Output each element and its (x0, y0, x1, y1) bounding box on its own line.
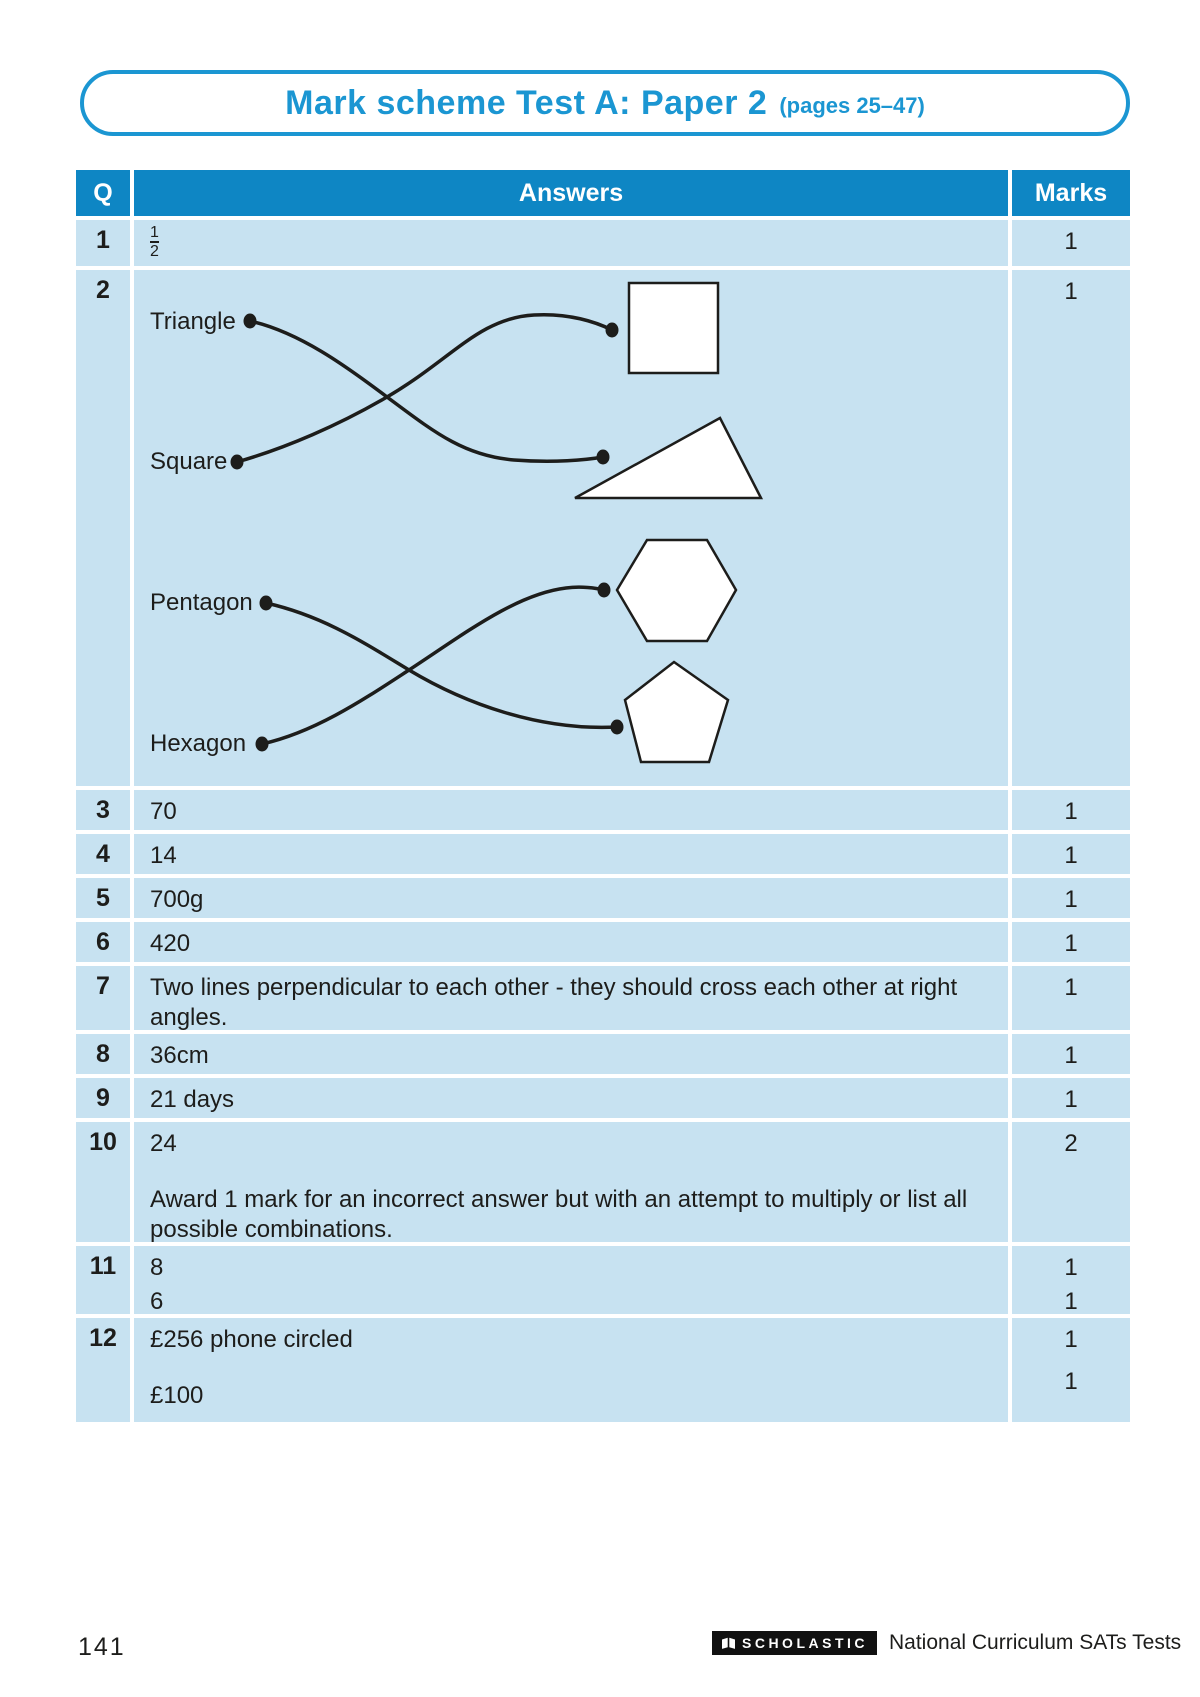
title-banner: Mark scheme Test A: Paper 2 (pages 25–47… (80, 70, 1130, 136)
table-row: 11 8 6 1 1 (76, 1246, 1130, 1315)
table-row: 12 £256 phone circled £100 1 1 (76, 1318, 1130, 1422)
header-marks: Marks (1012, 170, 1130, 216)
mark-value: 1 (1064, 1288, 1078, 1315)
question-number: 3 (76, 790, 130, 830)
answer-cell: 1 2 (134, 220, 1008, 266)
marks-cell: 1 1 (1012, 1246, 1130, 1315)
marks-cell: 1 (1012, 790, 1130, 830)
answer-cell: Two lines perpendicular to each other - … (134, 966, 1008, 1031)
marks-cell: 1 (1012, 834, 1130, 874)
label-hexagon: Hexagon (150, 730, 247, 757)
hexagon-shape (615, 538, 738, 643)
table-row: 10 24 Award 1 mark for an incorrect answ… (76, 1122, 1130, 1243)
table-row: 9 21 days 1 (76, 1078, 1130, 1118)
answer-cell: 36cm (134, 1034, 1008, 1074)
match-line-hexagon (260, 585, 606, 746)
mark-value: 1 (1064, 1368, 1078, 1395)
question-number: 4 (76, 834, 130, 874)
scholastic-logo: SCHOLASTIC (712, 1631, 877, 1655)
marks-cell: 1 1 (1012, 1318, 1130, 1422)
marks-cell: 1 (1012, 220, 1130, 266)
answer-cell: 70 (134, 790, 1008, 830)
question-number: 5 (76, 878, 130, 918)
answer-cell: £256 phone circled £100 (134, 1318, 1008, 1422)
marks-cell: 1 (1012, 1078, 1130, 1118)
header-answers: Answers (134, 170, 1008, 216)
dot-triangle-shape (596, 449, 610, 465)
table-row: 7 Two lines perpendicular to each other … (76, 966, 1130, 1031)
marks-cell: 2 (1012, 1122, 1130, 1242)
header-q: Q (76, 170, 130, 216)
answer-cell: 8 6 (134, 1246, 1008, 1315)
dot-pentagon-shape (610, 719, 624, 735)
table-header-row: Q Answers Marks (76, 170, 1130, 216)
answer-value: £100 (150, 1382, 204, 1409)
table-row: 6 420 1 (76, 922, 1130, 962)
series-title: National Curriculum SATs Tests (889, 1631, 1182, 1654)
matching-diagram-canvas (230, 281, 764, 764)
mark-value: 1 (1064, 1254, 1078, 1281)
dot-hexagon-shape (597, 582, 611, 598)
mark-scheme-table: Q Answers Marks 1 1 2 1 2 Triangle Squar… (76, 170, 1130, 1422)
marks-cell: 1 (1012, 966, 1130, 1030)
label-square: Square (150, 448, 228, 475)
match-line-pentagon (264, 601, 619, 730)
triangle-shape (574, 416, 764, 500)
table-row: 2 Triangle Square Pentagon Hexagon (76, 270, 1130, 786)
square-shape (627, 281, 720, 375)
question-number: 10 (76, 1122, 130, 1242)
table-row: 3 70 1 (76, 790, 1130, 830)
fraction-answer: 1 2 (150, 224, 159, 260)
label-pentagon: Pentagon (150, 589, 253, 616)
answer-cell: 700g (134, 878, 1008, 918)
marks-cell: 1 (1012, 1034, 1130, 1074)
marks-cell: 1 (1012, 922, 1130, 962)
fraction-denominator: 2 (150, 243, 159, 260)
dot-pentagon-label (259, 595, 273, 611)
answer-value: £256 phone circled (150, 1326, 353, 1353)
answer-value: 24 (150, 1130, 177, 1157)
page-number: 141 (78, 1633, 126, 1661)
question-number: 1 (76, 220, 130, 266)
dot-triangle-label (243, 313, 257, 329)
question-number: 11 (76, 1246, 130, 1314)
fraction-numerator: 1 (150, 224, 159, 241)
open-book-icon (722, 1637, 735, 1649)
page-title-range: (pages 25–47) (779, 93, 925, 118)
marks-cell: 1 (1012, 270, 1130, 786)
answer-cell: 14 (134, 834, 1008, 874)
answer-value: 8 (150, 1254, 164, 1281)
answer-cell: 21 days (134, 1078, 1008, 1118)
match-line-square (235, 312, 614, 464)
dot-square-shape (605, 322, 619, 338)
table-row: 8 36cm 1 (76, 1034, 1130, 1074)
publisher-brand: SCHOLASTIC National Curriculum SATs Test… (712, 1631, 1181, 1655)
dot-square-label (230, 454, 244, 470)
table-row: 1 1 2 1 (76, 220, 1130, 266)
question-number: 9 (76, 1078, 130, 1118)
question-number: 12 (76, 1318, 130, 1422)
question-number: 6 (76, 922, 130, 962)
pentagon-shape (623, 660, 730, 764)
answer-cell: 24 Award 1 mark for an incorrect answer … (134, 1122, 1008, 1243)
matching-diagram: Triangle Square Pentagon Hexagon (134, 270, 1008, 786)
answer-value: 6 (150, 1288, 164, 1315)
marking-note: Award 1 mark for an incorrect answer but… (150, 1186, 968, 1243)
marks-cell: 1 (1012, 878, 1130, 918)
page-title: Mark scheme Test A: Paper 2 (285, 83, 768, 122)
dot-hexagon-label (255, 736, 269, 752)
answer-cell: 420 (134, 922, 1008, 962)
table-row: 4 14 1 (76, 834, 1130, 874)
mark-value: 1 (1064, 1326, 1078, 1353)
question-number: 8 (76, 1034, 130, 1074)
fraction-bar (150, 241, 159, 243)
match-line-triangle (248, 319, 605, 463)
question-number: 2 (76, 270, 130, 786)
publisher-name: SCHOLASTIC (742, 1635, 868, 1651)
label-triangle: Triangle (150, 308, 236, 335)
table-row: 5 700g 1 (76, 878, 1130, 918)
question-number: 7 (76, 966, 130, 1030)
